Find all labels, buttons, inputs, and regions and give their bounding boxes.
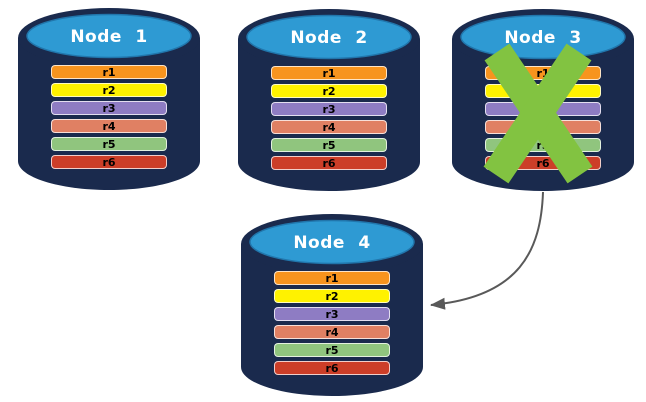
replica-r5: r5 xyxy=(271,138,387,152)
replica-r6: r6 xyxy=(51,155,167,169)
replica-r5: r5 xyxy=(51,137,167,151)
failure-x-icon xyxy=(483,43,593,184)
replica-r6: r6 xyxy=(271,156,387,170)
node-label: Node 1 xyxy=(70,27,148,47)
replica-r4: r4 xyxy=(274,325,390,339)
node-1: Node 1 r1 r2 r3 r4 r5 r6 xyxy=(18,8,200,192)
replica-r5: r5 xyxy=(274,343,390,357)
node-label: Node 3 xyxy=(504,28,582,48)
node-2: Node 2 r1 r2 r3 r4 r5 r6 xyxy=(238,9,420,193)
replica-r4: r4 xyxy=(271,120,387,134)
replica-r4: r4 xyxy=(51,119,167,133)
replica-r2: r2 xyxy=(271,84,387,98)
replica-r3: r3 xyxy=(274,307,390,321)
replica-r1: r1 xyxy=(271,66,387,80)
replica-r1: r1 xyxy=(51,65,167,79)
replica-list: r1 r2 r3 r4 r5 r6 xyxy=(271,66,387,170)
replica-r3: r3 xyxy=(271,102,387,116)
replica-r1: r1 xyxy=(274,271,390,285)
node-label: Node 2 xyxy=(290,28,368,48)
node-label: Node 4 xyxy=(293,233,371,253)
replica-r3: r3 xyxy=(51,101,167,115)
replica-r6: r6 xyxy=(274,361,390,375)
replica-list: r1 r2 r3 r4 r5 r6 xyxy=(274,271,390,375)
failover-arrow-path xyxy=(430,191,544,310)
replica-list: r1 r2 r3 r4 r5 r6 xyxy=(51,65,167,169)
replica-r2: r2 xyxy=(274,289,390,303)
node-4: Node 4 r1 r2 r3 r4 r5 r6 xyxy=(241,214,423,398)
replica-r2: r2 xyxy=(51,83,167,97)
